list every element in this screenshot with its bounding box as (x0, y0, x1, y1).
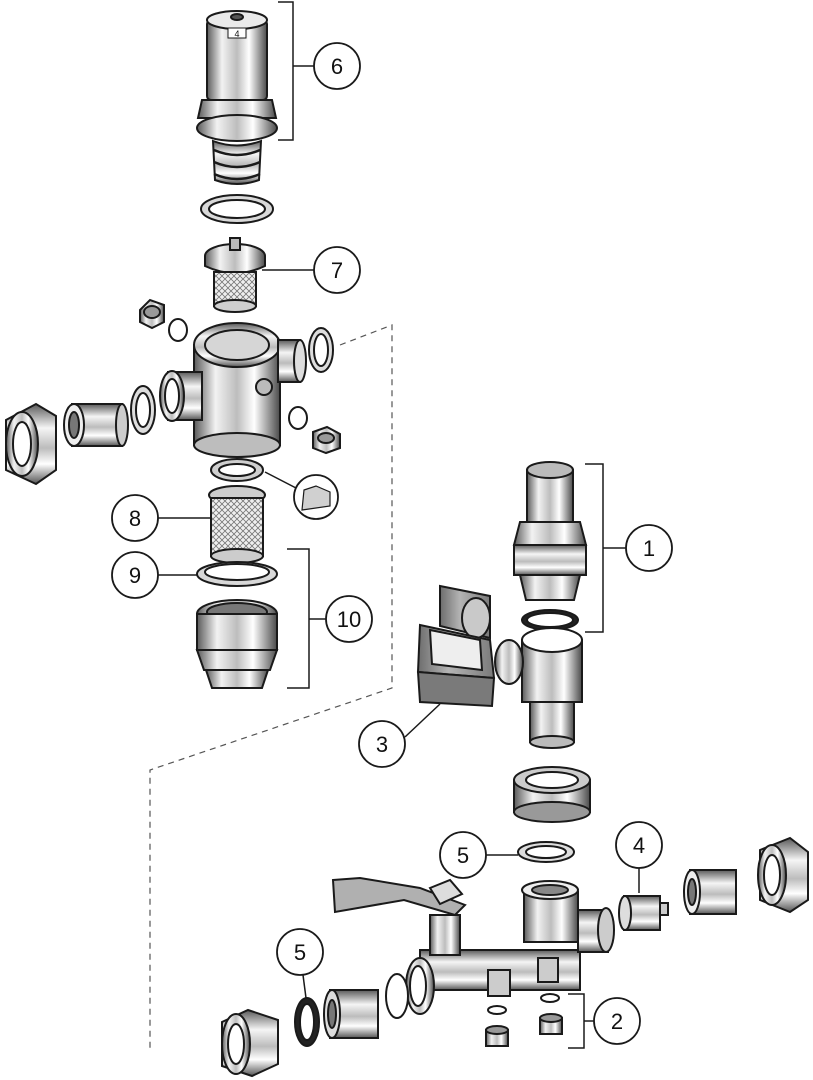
callout-4: 4 (615, 821, 663, 869)
right-tailpiece (683, 869, 737, 915)
part-6-adjusting-cap: 4 (196, 10, 278, 185)
o-ring-right-side (308, 327, 334, 373)
dashed-guide-lines (149, 324, 393, 1050)
callout-6-label: 6 (331, 54, 343, 79)
callout-3-label: 3 (376, 732, 388, 757)
part-10-filter-bowl (195, 599, 279, 689)
o-ring-small-left (168, 318, 188, 342)
callout-7-label: 7 (331, 258, 343, 283)
callout-8-label: 8 (129, 506, 141, 531)
right-union-nut (757, 836, 809, 914)
filter-body (159, 322, 307, 458)
callout-5a-label: 5 (457, 843, 469, 868)
part-5-o-ring-lower (294, 997, 320, 1047)
part-9-washer (196, 561, 278, 587)
part-2-plugs (485, 993, 563, 1047)
bracket-1 (585, 463, 626, 633)
callout-7: 7 (313, 246, 361, 294)
bracket-2 (568, 993, 594, 1049)
ball-valve-body (405, 880, 615, 1015)
plug-upper-left (139, 298, 165, 330)
callout-2: 2 (593, 997, 641, 1045)
seal-detail-magnifier (264, 471, 339, 520)
callout-5-lower: 5 (276, 928, 324, 976)
bracket-10 (287, 548, 326, 689)
left-tailpiece (63, 403, 129, 447)
callout-5-upper: 5 (439, 831, 487, 879)
callout-8: 8 (111, 494, 159, 542)
left-union-nut (5, 402, 57, 486)
callout-6: 6 (313, 42, 361, 90)
bracket-6 (278, 1, 314, 141)
leader-5b (302, 974, 307, 999)
callout-3: 3 (358, 720, 406, 768)
bottom-left-tailpiece (323, 989, 379, 1039)
callout-4-label: 4 (633, 833, 645, 858)
callout-9: 9 (111, 551, 159, 599)
callout-2-label: 2 (611, 1009, 623, 1034)
callout-1: 1 (625, 524, 673, 572)
o-ring-small-right (288, 406, 308, 430)
o-ring-upper (200, 194, 274, 224)
hex-nut-middle (513, 766, 591, 823)
part-5-flat-washer-upper (517, 841, 575, 863)
callout-1-label: 1 (643, 536, 655, 561)
part-3-gray-adapter (416, 584, 496, 708)
callout-5b-label: 5 (294, 940, 306, 965)
plug-lower-right (312, 425, 341, 455)
bottom-o-ring (385, 973, 409, 1019)
o-ring-1 (521, 609, 579, 631)
left-o-ring (130, 385, 156, 435)
callout-10-label: 10 (337, 607, 361, 632)
part-4-check-valve (618, 895, 669, 931)
bottom-left-union-nut (221, 1008, 279, 1078)
seal-ring-middle (210, 458, 264, 482)
part-8-filter-mesh (208, 485, 266, 564)
svg-text:4: 4 (234, 29, 239, 39)
callout-9-label: 9 (129, 563, 141, 588)
callout-10: 10 (325, 595, 373, 643)
part-7-cartridge (204, 237, 266, 313)
elbow-valve-body (494, 627, 583, 749)
valve-handle (331, 876, 467, 917)
leader-3 (404, 703, 441, 738)
part-1-pressure-reducer (512, 461, 588, 601)
